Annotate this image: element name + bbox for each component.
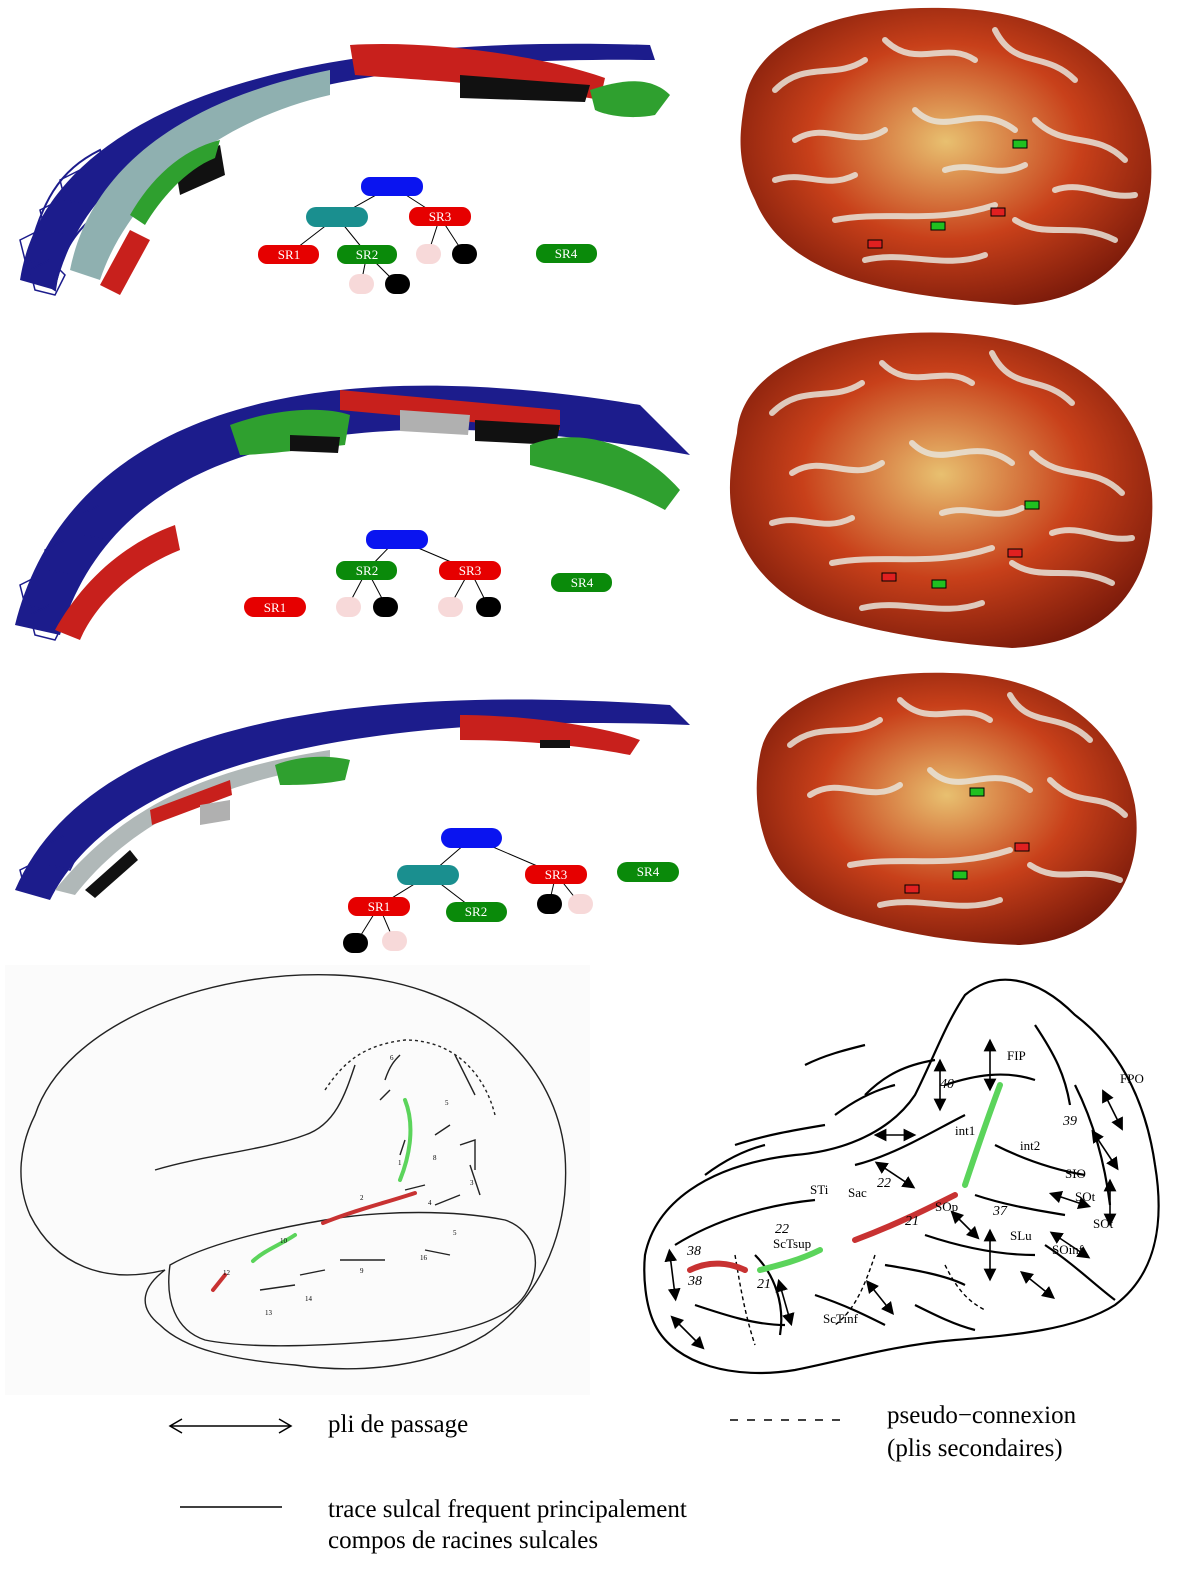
legend-trace-sub-label: compos de racines sulcales [328, 1525, 598, 1557]
red-marker [991, 208, 1005, 216]
sr3-label: SR3 [429, 209, 451, 224]
map-label: FIP [1007, 1048, 1026, 1063]
map-label: 13 [265, 1309, 273, 1317]
tree-leaf-black [343, 933, 368, 953]
map-label: 6 [390, 1054, 394, 1062]
map-label: SOt [1093, 1216, 1114, 1231]
map-label: 5 [445, 1099, 449, 1107]
map-label: 16 [420, 1254, 428, 1262]
dashed-line-icon [728, 1412, 843, 1428]
sr2-label: SR2 [356, 563, 378, 578]
green-marker [970, 788, 984, 796]
sulcus-render-1: SR3 SR1 SR2 SR4 [0, 0, 700, 325]
map-label: 22 [877, 1176, 891, 1191]
tree-diagram-1: SR3 SR1 SR2 SR4 [258, 177, 597, 294]
sr4-label: SR4 [637, 864, 660, 879]
map-label: FPO [1120, 1071, 1144, 1086]
map-label: 8 [433, 1154, 437, 1162]
map-label: 12 [223, 1269, 231, 1277]
sr4-label: SR4 [555, 246, 578, 261]
sr1-label: SR1 [264, 600, 286, 615]
tree-leaf-pink [416, 244, 441, 264]
sr1-label: SR1 [278, 247, 300, 262]
brain-surface-2 [712, 323, 1167, 658]
map-label: int1 [955, 1123, 975, 1138]
tree-root-node [366, 530, 428, 549]
sr2-label: SR2 [356, 247, 378, 262]
red-marker [905, 885, 919, 893]
map-label: 37 [992, 1204, 1008, 1219]
map-label: 10 [280, 1237, 288, 1245]
red-marker [1015, 843, 1029, 851]
tree-diagram-3: SR3 SR4 SR1 SR2 [343, 828, 679, 953]
map-label: 22 [775, 1222, 789, 1237]
map-label: int2 [1020, 1138, 1040, 1153]
right-hemisphere-sketch: FIP FPO 40 int1 int2 39 SIO SOt SOt SOin… [615, 965, 1170, 1395]
tree-leaf-black [476, 597, 501, 617]
green-marker [953, 871, 967, 879]
map-label: 2 [360, 1194, 364, 1202]
green-marker [931, 222, 945, 230]
legend-trace-label: trace sulcal frequent principalement [328, 1494, 687, 1526]
legend-pli-label: pli de passage [328, 1409, 468, 1441]
legend-pseudo-sub-label: (plis secondaires) [887, 1433, 1063, 1465]
tree-leaf-black [537, 894, 562, 914]
map-label: SOp [935, 1199, 958, 1214]
map-label: 1 [398, 1159, 402, 1167]
map-label: 38 [687, 1274, 702, 1289]
map-label: 21 [905, 1214, 919, 1229]
green-marker [1025, 501, 1039, 509]
tree-node-teal [397, 865, 459, 885]
map-label: 4 [428, 1199, 432, 1207]
map-label: 39 [1062, 1114, 1077, 1129]
sr3-label: SR3 [459, 563, 481, 578]
green-marker [1013, 140, 1027, 148]
tree-leaf-pink [438, 597, 463, 617]
green-marker [932, 580, 946, 588]
map-label: SLu [1010, 1228, 1032, 1243]
map-label: 38 [686, 1244, 701, 1259]
tree-root-node [441, 828, 502, 848]
map-label: 3 [470, 1179, 474, 1187]
tree-leaf-pink [568, 894, 593, 914]
sr4-label: SR4 [571, 575, 594, 590]
map-label: 21 [757, 1277, 771, 1292]
red-marker [882, 573, 896, 581]
sr1-label: SR1 [368, 899, 390, 914]
left-hemisphere-sketch: 6 5 1 8 3 2 4 5 10 16 12 9 14 13 [5, 965, 590, 1395]
legend-pseudo-label: pseudo−connexion [887, 1400, 1076, 1432]
red-marker [1008, 549, 1022, 557]
map-label: SIO [1065, 1166, 1086, 1181]
brain-surface-1 [715, 0, 1170, 322]
brain-surface-3 [730, 665, 1155, 955]
map-label: ScTsup [773, 1236, 811, 1251]
map-label: Sac [848, 1185, 867, 1200]
sr3-label: SR3 [545, 867, 567, 882]
map-label: SOt [1075, 1189, 1096, 1204]
sulcus-render-2: SR2 SR3 SR1 SR4 [0, 325, 700, 655]
tree-leaf-black [373, 597, 398, 617]
tree-leaf-black [452, 244, 477, 264]
tree-leaf-pink [349, 274, 374, 294]
tree-node-teal [306, 207, 368, 227]
map-label: SOinf [1052, 1242, 1084, 1257]
map-label: 40 [940, 1077, 954, 1092]
sr2-label: SR2 [465, 904, 487, 919]
sulcus-render-3: SR3 SR4 SR1 SR2 [0, 660, 700, 960]
solid-line-icon [178, 1502, 284, 1512]
tree-leaf-pink [336, 597, 361, 617]
tree-leaf-black [385, 274, 410, 294]
map-label: 14 [305, 1295, 313, 1303]
red-marker [868, 240, 882, 248]
tree-leaf-pink [382, 931, 407, 951]
tree-diagram-2: SR2 SR3 SR1 SR4 [244, 530, 612, 617]
map-label: ScTinf [823, 1311, 859, 1326]
map-label: 5 [453, 1229, 457, 1237]
map-label: STi [810, 1182, 829, 1197]
double-arrow-icon [168, 1416, 293, 1436]
map-label: 9 [360, 1267, 364, 1275]
tree-root-node [361, 177, 423, 196]
